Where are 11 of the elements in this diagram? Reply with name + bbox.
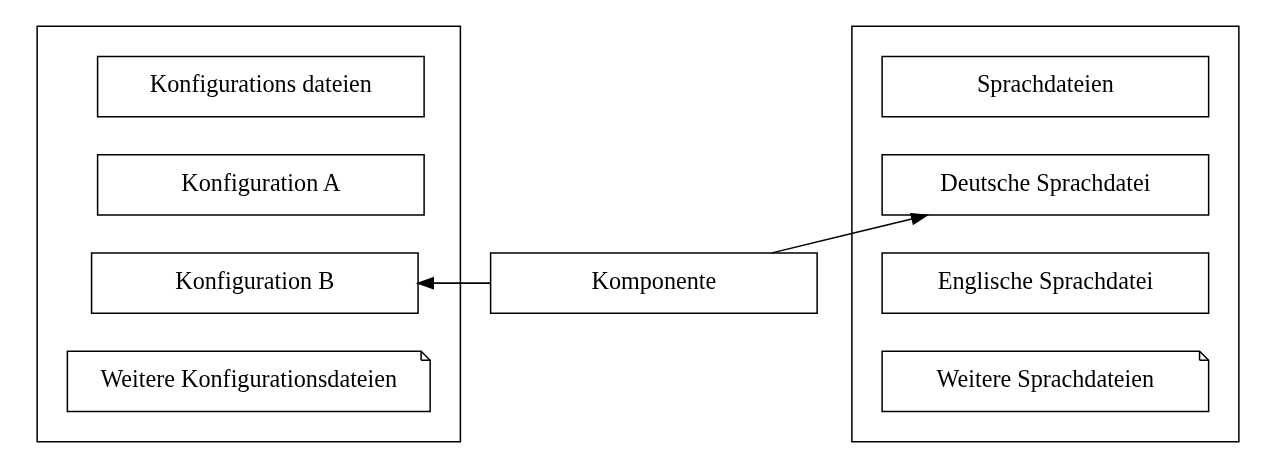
node-box: Konfiguration A [96, 153, 425, 216]
node-box: Komponente [489, 252, 818, 315]
arrow [771, 212, 930, 254]
cluster [36, 25, 462, 443]
cluster [851, 25, 1240, 443]
node-box: Konfigurations dateien [96, 55, 425, 118]
node-box: Deutsche Sprachdatei [881, 153, 1210, 216]
node-box: Sprachdateien [881, 55, 1210, 118]
node-box: Englische Sprachdatei [881, 252, 1210, 315]
node-box: Konfiguration B [90, 252, 419, 315]
arrow [415, 276, 492, 290]
